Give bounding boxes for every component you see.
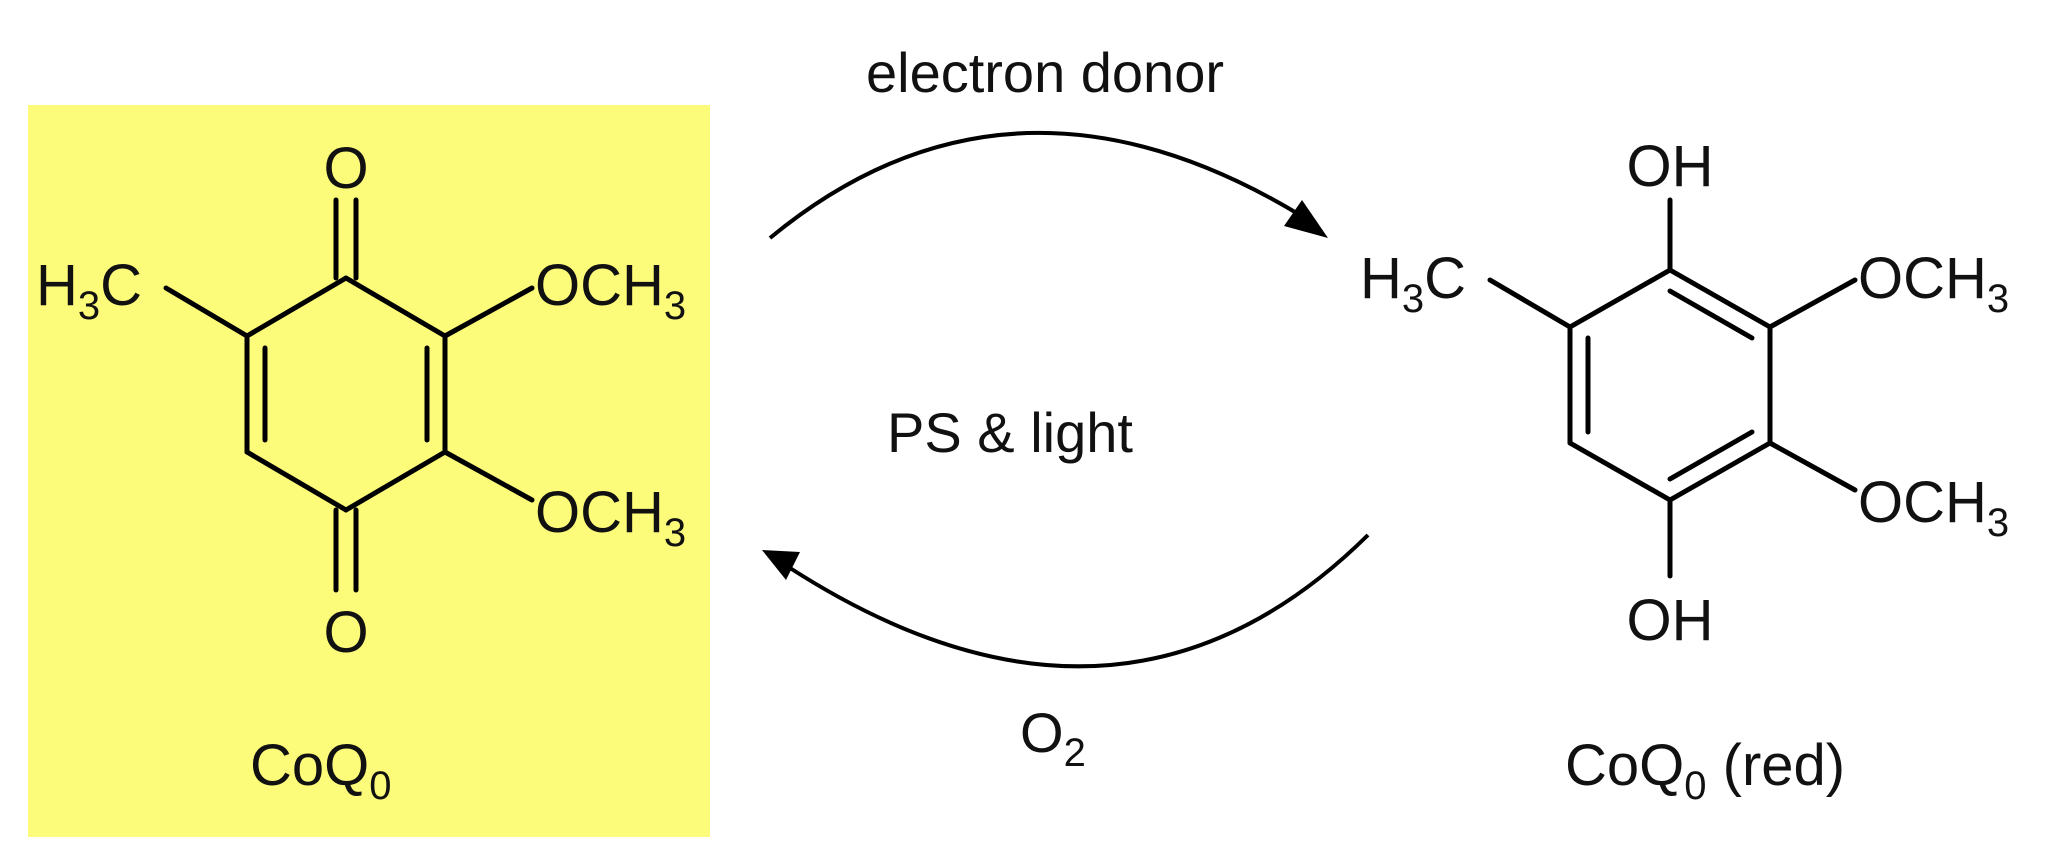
reduced-methoxy-bottom: OCH3 [1858,470,2009,545]
reverse-arrow [788,533,1370,669]
reduced-bottom-hydroxyl: OH [1627,588,1714,653]
oxidized-methoxy-top: OCH3 [535,253,686,328]
forward-arrow-label: electron donor [866,41,1224,104]
methoxy-bond [1767,440,1858,493]
reduced-structure: OH OH H3C OCH3 OCH3 [1360,134,2009,653]
oxidized-methyl-label: H3C [36,253,142,328]
oxidized-compound-name: CoQ0 [250,733,392,808]
methoxy-bond [442,449,535,503]
ring-bond-inner [1667,288,1755,341]
ring-bond-inner [1667,429,1755,482]
center-label: PS & light [887,401,1133,464]
oxidized-top-oxygen: O [323,136,368,201]
reduced-compound-name: CoQ0 (red) [1565,733,1845,808]
ring-bond [244,449,349,513]
forward-arrowhead [1284,200,1328,238]
methyl-bond [1487,277,1573,330]
reverse-arrowhead [762,550,800,580]
ring-bond [343,449,448,513]
oxidized-highlight-box [28,105,710,837]
oxidized-methoxy-bottom: OCH3 [535,480,686,555]
reduced-top-hydroxyl: OH [1627,134,1714,199]
reverse-arrow-label: O2 [1020,701,1086,775]
ring-bond [1567,440,1673,503]
reduced-methoxy-top: OCH3 [1858,246,2009,321]
ring-bond [1567,267,1673,330]
forward-arrow [768,130,1302,240]
methyl-bond [163,285,250,339]
oxidized-bottom-oxygen: O [323,600,368,665]
reduced-methyl-label: H3C [1360,246,1466,321]
methoxy-bond [1767,277,1858,330]
ring-bond [343,275,448,339]
oxidized-structure: O O H3C OCH3 OCH3 [36,136,686,665]
methoxy-bond [442,285,535,339]
ring-bond [244,275,349,339]
ring-bond [1667,267,1773,330]
ring-bond [1667,440,1773,503]
